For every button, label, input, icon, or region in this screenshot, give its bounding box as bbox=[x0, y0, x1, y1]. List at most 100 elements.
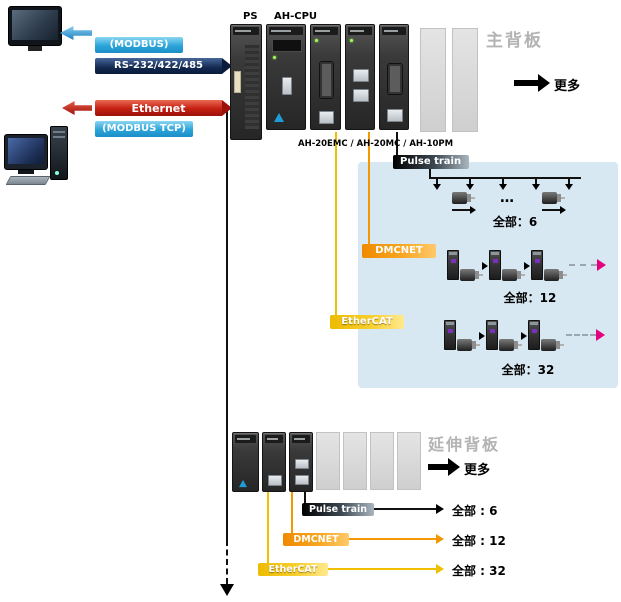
empty-slot bbox=[420, 28, 446, 132]
ps-module bbox=[230, 24, 262, 140]
motor-shaft bbox=[563, 274, 567, 276]
motor-body bbox=[457, 339, 472, 351]
motion-module-3 bbox=[379, 24, 409, 130]
motor-body bbox=[452, 192, 467, 204]
trunk-down-arrowhead-icon bbox=[220, 584, 234, 596]
ps-sticker bbox=[234, 71, 241, 93]
ext-ethercat-total: 全部 : 32 bbox=[452, 564, 506, 578]
hmi-stand bbox=[28, 46, 42, 51]
rj45-port-icon bbox=[295, 459, 309, 469]
motor-shaft bbox=[560, 344, 564, 346]
servo-drive-motor-pair bbox=[444, 320, 480, 354]
motor-motion-line bbox=[452, 209, 470, 211]
modbus-label: (MODBUS) bbox=[95, 37, 183, 53]
chain-continuation-line bbox=[569, 264, 597, 266]
pulse-branch-line bbox=[469, 177, 471, 185]
ext-pulse-line bbox=[374, 508, 436, 510]
ethercat-total: 全部：32 bbox=[501, 363, 555, 377]
servo-motor-icon bbox=[542, 190, 566, 206]
serial-label: RS-232/422/485 bbox=[95, 58, 222, 74]
ethernet-arrowhead-icon bbox=[222, 100, 232, 116]
dmcnet-total: 全部：12 bbox=[503, 291, 557, 305]
module-led-icon bbox=[350, 39, 353, 42]
motor-body bbox=[541, 339, 556, 351]
chain-continuation-line bbox=[566, 334, 596, 336]
pulse-connector-line bbox=[396, 132, 398, 156]
motor-body bbox=[460, 269, 475, 281]
pulse-branch-arrowhead-icon bbox=[565, 184, 573, 190]
extension-more-arrowhead-icon bbox=[448, 458, 460, 476]
servo-motor-icon bbox=[499, 337, 523, 353]
pc-power-led bbox=[55, 171, 59, 175]
pulse-total: 全部：6 bbox=[492, 215, 538, 229]
pulse-ellipsis: … bbox=[500, 190, 514, 206]
extension-more-arrow-shaft bbox=[428, 464, 448, 470]
servo-drive-icon bbox=[444, 320, 456, 350]
motion-module-1 bbox=[310, 24, 341, 130]
ethercat-label: EtherCAT bbox=[330, 315, 404, 329]
servo-drive-icon bbox=[486, 320, 498, 350]
motor-flange bbox=[517, 271, 521, 279]
motor-flange bbox=[467, 194, 471, 202]
pulse-train-label: Pulse train bbox=[393, 155, 469, 169]
servo-drive-motor-pair bbox=[531, 250, 567, 284]
empty-slot bbox=[397, 432, 421, 490]
rj45-port-icon bbox=[295, 475, 309, 485]
dmcnet-connector-line bbox=[368, 132, 370, 245]
empty-slot bbox=[316, 432, 340, 490]
pc-link-arrow-icon bbox=[62, 101, 92, 115]
rj45-port-icon bbox=[353, 69, 369, 82]
servo-motor-icon bbox=[460, 267, 484, 283]
pulse-comb-stem bbox=[429, 169, 431, 178]
pulse-branch-line bbox=[436, 177, 438, 185]
more-arrowhead-icon bbox=[538, 74, 550, 92]
drive-connector-tag bbox=[493, 259, 498, 263]
module-label-strip bbox=[292, 435, 310, 443]
ext-dmcnet-arrowhead-icon bbox=[436, 534, 444, 544]
module-led-icon bbox=[315, 39, 318, 42]
hmi-device-icon bbox=[8, 6, 66, 54]
empty-slot bbox=[343, 432, 367, 490]
ext-dmcnet-line bbox=[349, 538, 436, 540]
motor-shaft bbox=[518, 344, 522, 346]
rj45-port-icon bbox=[268, 475, 282, 486]
main-backplane-label: 主背板 bbox=[486, 31, 543, 51]
pc-monitor bbox=[4, 134, 48, 170]
pulse-branch-arrowhead-icon bbox=[532, 184, 540, 190]
motor-shaft bbox=[479, 274, 483, 276]
ethercat-connector-line bbox=[335, 132, 337, 316]
ext-ethercat-arrowhead-icon bbox=[436, 564, 444, 574]
motor-body bbox=[499, 339, 514, 351]
more-label: 更多 bbox=[554, 79, 581, 94]
dsub-connector-icon bbox=[387, 63, 403, 95]
ext-pulse-train-label: Pulse train bbox=[302, 503, 374, 516]
module-label-strip bbox=[382, 27, 406, 35]
motor-shaft bbox=[471, 197, 475, 199]
module-label-strip bbox=[269, 27, 303, 35]
pulse-branch-line bbox=[502, 177, 504, 185]
dsub-connector-icon bbox=[319, 61, 334, 99]
motion-module-2 bbox=[345, 24, 375, 130]
chain-continuation-arrowhead-icon bbox=[597, 259, 606, 271]
servo-motor-icon bbox=[502, 267, 526, 283]
servo-drive-icon bbox=[447, 250, 459, 280]
ext-dmcnet-total: 全部 : 12 bbox=[452, 534, 506, 548]
motor-flange bbox=[475, 271, 479, 279]
ps-vents bbox=[245, 45, 259, 129]
motor-flange bbox=[559, 271, 563, 279]
motor-body bbox=[502, 269, 517, 281]
pulse-branch-line bbox=[568, 177, 570, 185]
pc-tower-slot bbox=[53, 131, 65, 133]
motor-flange bbox=[557, 194, 561, 202]
ext-ethercat-connector-line bbox=[267, 492, 269, 565]
serial-arrowhead-icon bbox=[222, 58, 232, 74]
pc-monitor-stand bbox=[18, 170, 34, 174]
motor-shaft bbox=[521, 274, 525, 276]
servo-motor-icon bbox=[541, 337, 565, 353]
drive-connector-tag bbox=[532, 329, 537, 333]
rj45-port-icon bbox=[387, 109, 403, 122]
delta-logo-icon bbox=[239, 479, 247, 488]
pulse-comb-line bbox=[429, 177, 581, 179]
servo-drive-icon bbox=[531, 250, 543, 280]
